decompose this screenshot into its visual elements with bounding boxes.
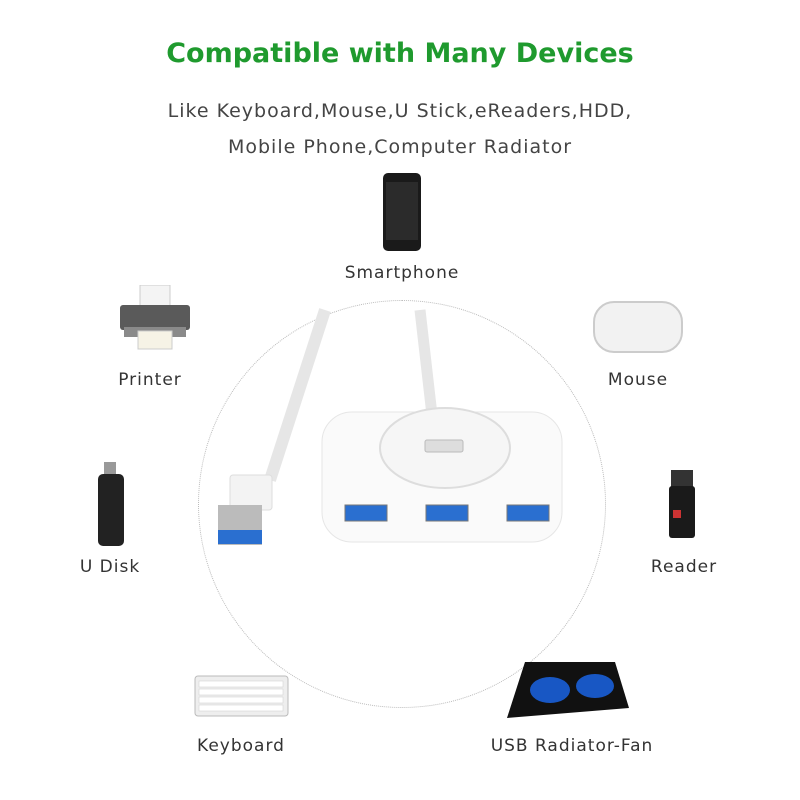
keyboard-label: Keyboard bbox=[197, 736, 285, 756]
smartphone-label: Smartphone bbox=[344, 263, 460, 283]
radiator-fan-image bbox=[507, 662, 629, 718]
printer-label: Printer bbox=[118, 370, 182, 390]
u-disk-label: U Disk bbox=[79, 557, 141, 577]
subtitle-line-2: Mobile Phone,Computer Radiator bbox=[227, 136, 573, 158]
reader-label: Reader bbox=[650, 557, 718, 577]
radiator-fan-label: USB Radiator-Fan bbox=[490, 736, 654, 756]
reader-image bbox=[669, 470, 695, 538]
page-title: Compatible with Many Devices bbox=[166, 38, 634, 69]
smartphone-image bbox=[383, 173, 421, 251]
usb-hub-image bbox=[218, 308, 563, 545]
dotted-circle bbox=[198, 300, 606, 708]
u-disk-image bbox=[98, 462, 124, 546]
keyboard-image bbox=[194, 675, 289, 717]
mouse-label: Mouse bbox=[607, 370, 669, 390]
mouse-image bbox=[593, 301, 683, 353]
printer-image bbox=[120, 285, 190, 350]
subtitle-line-1: Like Keyboard,Mouse,U Stick,eReaders,HDD… bbox=[167, 100, 633, 122]
